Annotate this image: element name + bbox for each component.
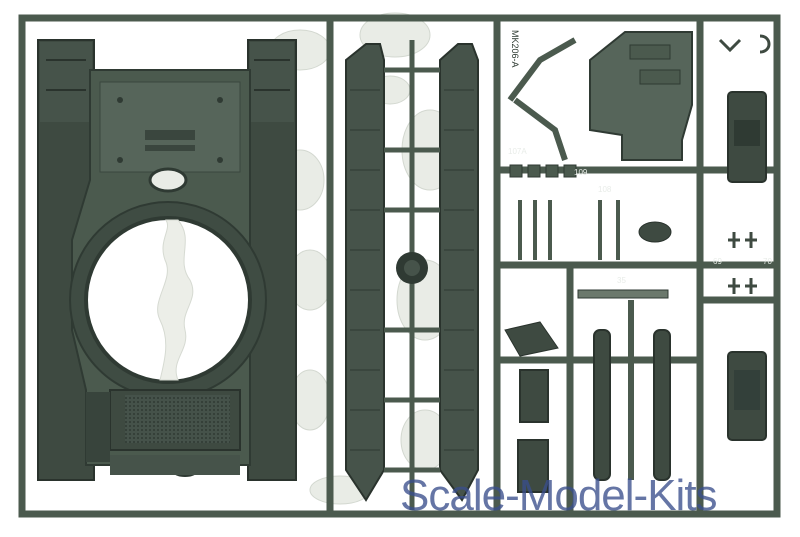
sprue-labels: MK206-A 107A 108 109 35 69 70 [508,30,772,285]
label-108: 108 [598,185,612,194]
small-parts [504,31,771,493]
watermark: Scale-Model-Kits [400,471,718,520]
label-35: 35 [617,276,626,285]
label-69: 69 [713,257,722,266]
label-109: 109 [574,168,588,177]
label-107a: 107A [508,147,527,156]
hull-top-part [37,39,297,481]
label-70: 70 [763,257,772,266]
track-strips [345,40,479,510]
sprue-code: MK206-A [510,30,520,68]
